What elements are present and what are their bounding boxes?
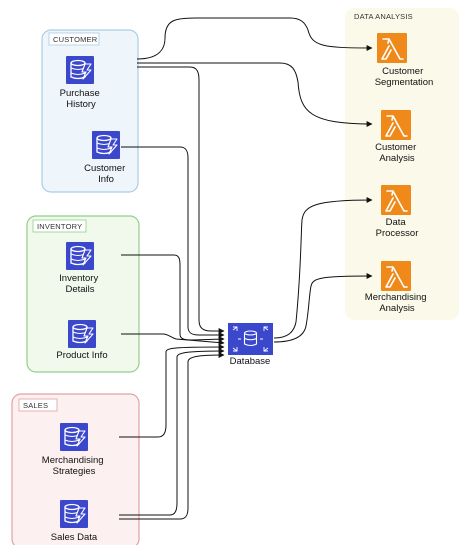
dynamodb-icon bbox=[65, 241, 95, 271]
dynamodb-icon bbox=[59, 499, 89, 529]
svg-text:Sales Data: Sales Data bbox=[51, 532, 98, 543]
lambda-icon bbox=[376, 32, 408, 64]
node-label-line: Details bbox=[65, 284, 94, 295]
node-label-line: History bbox=[66, 99, 96, 110]
node-label-line: Sales Data bbox=[51, 532, 98, 543]
connections bbox=[119, 17, 373, 520]
lambda-icon bbox=[380, 109, 412, 141]
node-label-line: Data bbox=[386, 217, 407, 228]
node-label-line: Purchase bbox=[60, 88, 100, 99]
node-label-line: Customer bbox=[382, 66, 423, 77]
group-customer-label: CUSTOMER bbox=[53, 35, 98, 44]
svg-text:Database: Database bbox=[230, 356, 271, 367]
node-label-line: Info bbox=[98, 174, 114, 185]
node-customer-segmentation[interactable]: Customer Segmentation bbox=[375, 32, 434, 88]
node-merchandising-strategies[interactable]: Merchandising Strategies bbox=[42, 422, 106, 477]
node-data-processor[interactable]: Data Processor bbox=[376, 184, 419, 239]
node-label-line: Merchandising bbox=[365, 292, 427, 303]
node-customer-info[interactable]: Customer Info bbox=[84, 130, 128, 185]
group-sales-label: SALES bbox=[23, 401, 48, 410]
dynamodb-icon bbox=[67, 319, 97, 349]
node-purchase-history[interactable]: Purchase History bbox=[60, 55, 103, 110]
dynamodb-icon bbox=[65, 55, 95, 85]
dynamodb-icon bbox=[59, 422, 89, 452]
node-label-line: Strategies bbox=[53, 466, 96, 477]
node-label-line: Analysis bbox=[379, 153, 415, 164]
node-label-line: Analysis bbox=[379, 303, 415, 314]
node-sales-data[interactable]: Sales Data bbox=[51, 499, 98, 543]
node-label-line: Inventory bbox=[59, 273, 98, 284]
node-database[interactable]: Database bbox=[228, 323, 273, 367]
group-sales: SALES bbox=[11, 393, 140, 545]
node-product-info[interactable]: Product Info bbox=[56, 319, 108, 361]
database-icon bbox=[228, 323, 273, 355]
group-inventory-label: INVENTORY bbox=[37, 222, 82, 231]
svg-text:Purchase History: Purchase History bbox=[60, 88, 103, 110]
svg-text:Merchandising Strategies: Merchandising Strategies bbox=[42, 455, 106, 477]
node-label-line: Database bbox=[230, 356, 271, 367]
group-data-analysis: DATA ANALYSIS bbox=[345, 8, 459, 320]
node-label-line: Customer bbox=[375, 142, 416, 153]
svg-text:Inventory Details: Inventory Details bbox=[59, 273, 101, 295]
node-customer-analysis[interactable]: Customer Analysis bbox=[375, 109, 419, 164]
svg-text:Customer Info: Customer Info bbox=[84, 163, 128, 185]
svg-text:Customer Segmentation: Customer Segmentation bbox=[375, 66, 434, 88]
node-merchandising-analysis[interactable]: Merchandising Analysis bbox=[365, 260, 429, 314]
lambda-icon bbox=[380, 260, 412, 292]
svg-text:Merchandising Analysis: Merchandising Analysis bbox=[365, 292, 429, 314]
node-label-line: Product Info bbox=[56, 350, 107, 361]
svg-text:Data Processor: Data Processor bbox=[376, 217, 419, 239]
lambda-icon bbox=[380, 184, 412, 216]
group-inventory: INVENTORY bbox=[26, 215, 140, 373]
node-inventory-details[interactable]: Inventory Details bbox=[59, 241, 101, 295]
node-label-line: Customer bbox=[84, 163, 125, 174]
svg-text:Customer Analysis: Customer Analysis bbox=[375, 142, 419, 164]
svg-text:Product Info: Product Info bbox=[56, 350, 107, 361]
group-data-analysis-label: DATA ANALYSIS bbox=[354, 12, 413, 21]
node-label-line: Merchandising bbox=[42, 455, 104, 466]
dynamodb-icon bbox=[91, 130, 121, 160]
node-label-line: Segmentation bbox=[375, 77, 434, 88]
node-label-line: Processor bbox=[376, 228, 419, 239]
